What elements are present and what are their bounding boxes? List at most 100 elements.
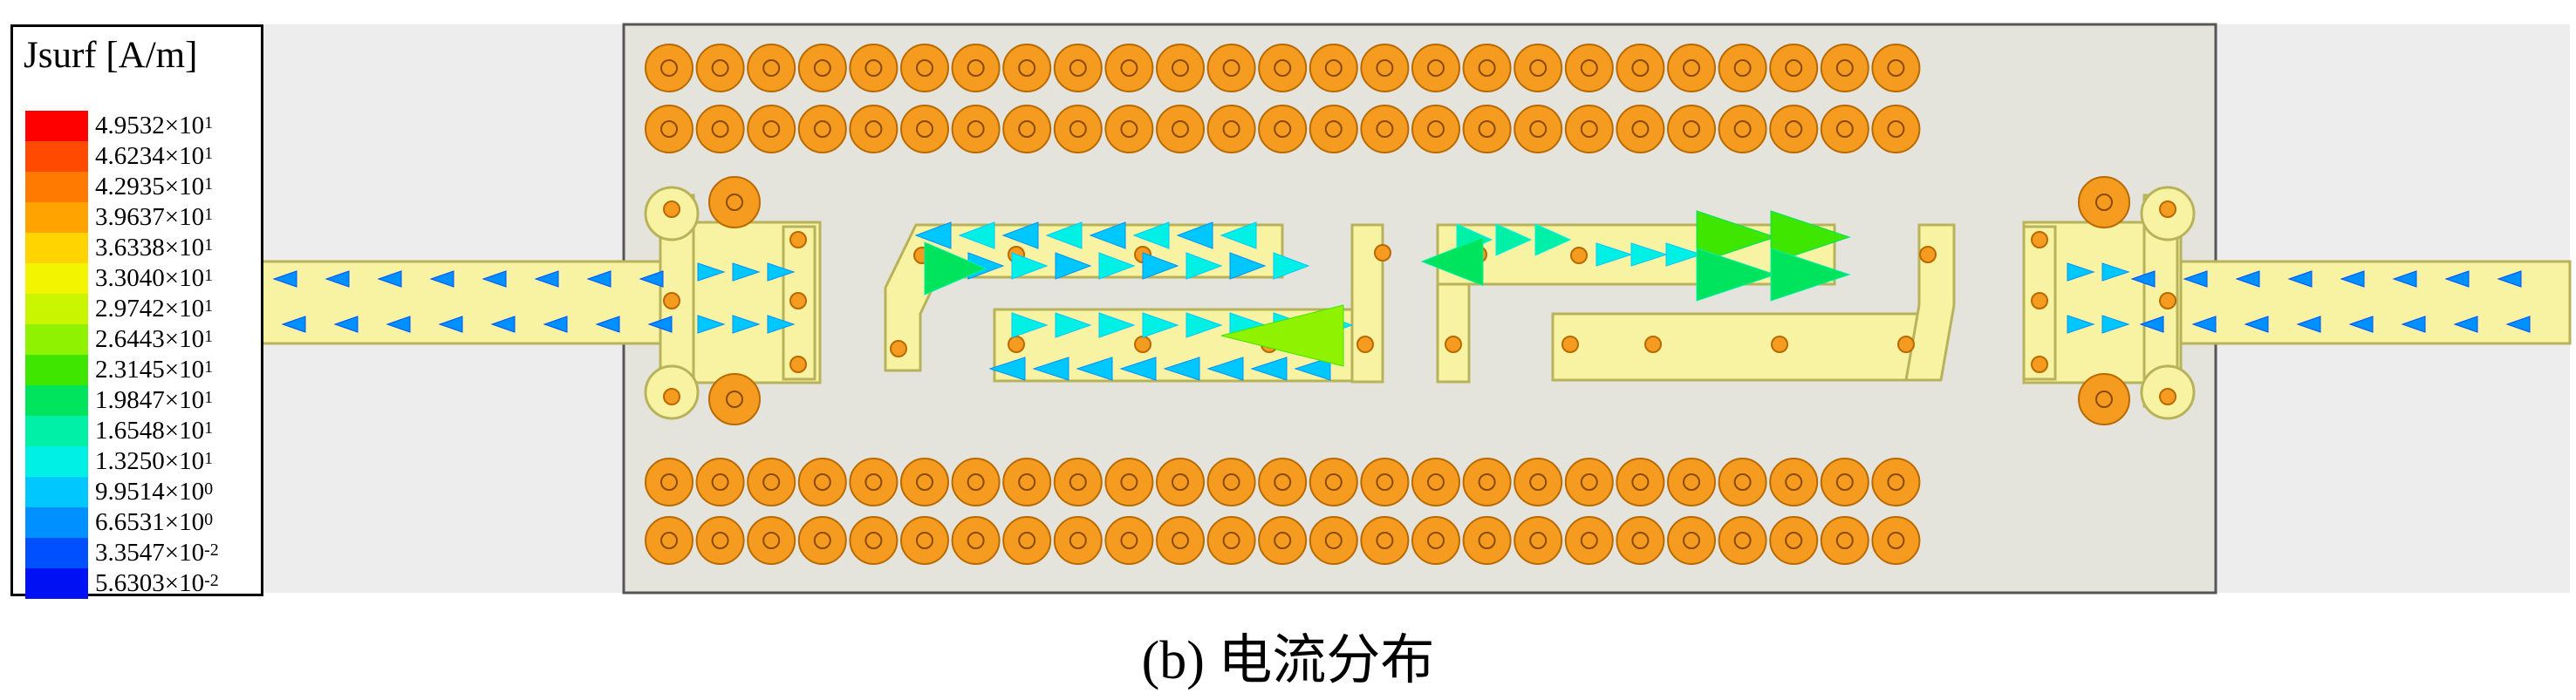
current-arrow <box>2453 316 2478 333</box>
via-hole <box>967 120 985 138</box>
via <box>1718 458 1767 506</box>
via <box>797 458 847 506</box>
current-arrow <box>1696 248 1777 302</box>
via <box>645 44 694 92</box>
via-hole <box>813 473 831 491</box>
via-hole <box>762 120 781 138</box>
via <box>1462 44 1512 92</box>
via-hole <box>1222 59 1240 77</box>
via-hole <box>1835 473 1854 491</box>
via <box>1513 458 1563 506</box>
small-via <box>2031 356 2048 373</box>
via-hole <box>1018 532 1036 549</box>
legend-label: 1.3250×101 <box>95 446 219 477</box>
via-hole <box>1631 532 1650 549</box>
small-via <box>2159 292 2176 309</box>
figure-caption: (b) 电流分布 <box>1141 631 1435 690</box>
via <box>1718 44 1767 92</box>
via-hole <box>1018 120 1036 138</box>
legend-label: 3.6338×101 <box>95 233 219 263</box>
legend-label: 2.9742×101 <box>95 294 219 324</box>
via-hole <box>1274 532 1292 549</box>
via <box>1156 44 1205 92</box>
via <box>1156 516 1205 565</box>
legend-label: 4.9532×101 <box>95 111 219 141</box>
via-hole <box>1376 473 1394 491</box>
via-hole <box>1069 120 1087 138</box>
via <box>1002 105 1052 153</box>
current-arrow <box>914 221 952 249</box>
current-arrow <box>2296 316 2321 333</box>
via <box>1820 516 1869 565</box>
via <box>1206 105 1256 153</box>
small-via <box>1008 336 1025 353</box>
via-hole <box>711 473 729 491</box>
via <box>1002 458 1052 506</box>
via <box>1206 516 1256 565</box>
current-arrow <box>586 270 612 288</box>
via-hole <box>1427 59 1445 77</box>
via-hole <box>1580 59 1598 77</box>
legend-mantissa: 9.9514×10 <box>95 478 205 506</box>
via-hole <box>813 532 831 549</box>
legend-mantissa: 4.6234×10 <box>95 142 205 170</box>
current-arrow <box>1294 357 1331 381</box>
via <box>747 44 796 92</box>
legend-mantissa: 4.9532×10 <box>95 112 205 139</box>
legend-exponent: 1 <box>204 205 214 224</box>
legend-label: 3.3547×10-2 <box>95 538 219 568</box>
via-hole <box>1529 532 1548 549</box>
via-hole <box>762 473 781 491</box>
right-lower-arm <box>1551 312 1921 382</box>
current-arrow <box>1055 252 1092 280</box>
via-hole <box>1478 120 1496 138</box>
via-hole <box>660 120 678 138</box>
legend-exponent: -2 <box>204 540 219 560</box>
current-arrow <box>2505 316 2531 333</box>
via-hole <box>1018 473 1036 491</box>
current-arrow <box>1250 357 1288 381</box>
legend-mantissa: 2.6443×10 <box>95 325 205 353</box>
via <box>1667 458 1716 506</box>
current-arrow <box>2348 316 2374 333</box>
via <box>1616 458 1665 506</box>
current-arrow <box>1098 252 1136 280</box>
via <box>1104 516 1154 565</box>
via-hole <box>916 532 933 549</box>
current-arrow <box>534 270 559 288</box>
current-arrow <box>1220 304 1344 367</box>
current-arrow <box>2401 316 2426 333</box>
via <box>695 105 745 153</box>
via <box>1053 458 1103 506</box>
via-hole <box>1274 473 1292 491</box>
current-arrow <box>697 262 726 282</box>
legend-swatch <box>25 172 88 202</box>
via <box>1667 44 1716 92</box>
via-hole <box>1733 473 1752 491</box>
legend-exponent: 0 <box>204 510 214 529</box>
current-arrow <box>2340 270 2365 288</box>
current-arrow <box>333 316 359 333</box>
current-arrow <box>2101 262 2130 282</box>
current-arrow <box>1142 312 1179 338</box>
via <box>849 44 899 92</box>
via <box>797 516 847 565</box>
legend-exponent: 1 <box>204 388 214 407</box>
via <box>1513 105 1563 153</box>
legend-label: 1.9847×101 <box>95 385 219 416</box>
via-hole <box>1887 120 1905 138</box>
via-hole <box>1733 120 1752 138</box>
legend-label: 4.6234×101 <box>95 141 219 172</box>
current-arrow <box>2444 270 2470 288</box>
via <box>1002 44 1052 92</box>
via-hole <box>813 120 831 138</box>
via-hole <box>762 59 781 77</box>
legend-mantissa: 3.9637×10 <box>95 203 205 231</box>
via <box>1820 44 1869 92</box>
via <box>695 44 745 92</box>
current-arrow <box>639 270 664 288</box>
via-hole <box>1427 532 1445 549</box>
via <box>1053 44 1103 92</box>
current-arrows <box>272 210 2531 381</box>
via-hole <box>1835 59 1854 77</box>
